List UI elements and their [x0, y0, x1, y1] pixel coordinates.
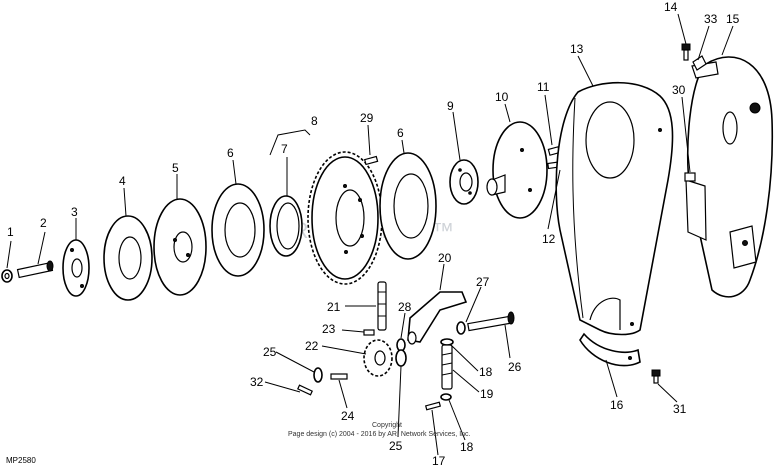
callout-14: 14: [664, 0, 678, 14]
bracket-8: [269, 129, 311, 156]
part-27-washer: [456, 321, 466, 335]
callout-17: 17: [432, 454, 446, 468]
part-15-back-cover: [685, 56, 774, 298]
callout-23: 23: [322, 322, 336, 336]
callout-27: 27: [476, 275, 490, 289]
callout-18-lower: 18: [460, 440, 474, 454]
part-6-friction-disc-right: [379, 152, 437, 260]
part-3-flange: [62, 239, 90, 297]
callout-33: 33: [704, 12, 718, 26]
part-29-pin: [363, 155, 379, 166]
leader-lines: [6, 13, 734, 456]
part-24-pin: [330, 373, 348, 380]
part-8-sprocket: [307, 151, 383, 285]
callout-19: 19: [480, 387, 494, 401]
callout-24: 24: [341, 409, 355, 423]
part-20-idler-arm: [407, 291, 468, 345]
part-22-idler-sprocket: [363, 339, 393, 377]
part-25-bushing-left: [313, 367, 323, 383]
part-23-pin: [363, 329, 375, 336]
part-19-shaft: [441, 344, 453, 390]
callout-31: 31: [673, 402, 687, 416]
callout-15: 15: [726, 12, 740, 26]
callout-5: 5: [172, 161, 179, 175]
part-7-ring: [269, 195, 303, 257]
callout-13: 13: [570, 42, 584, 56]
part-32-key: [297, 384, 313, 396]
callout-4: 4: [119, 174, 126, 188]
part-2-bolt: [16, 260, 54, 279]
callout-29: 29: [360, 111, 374, 125]
part-13-chain-guard: [555, 81, 674, 336]
copyright-text: Page design (c) 2004 - 2016 by ARI Netwo…: [288, 431, 471, 438]
callout-25-left: 25: [263, 345, 277, 359]
part-4-disc: [103, 215, 153, 301]
part-31-screw: [651, 369, 661, 384]
callout-21: 21: [327, 300, 341, 314]
callout-20: 20: [438, 251, 452, 265]
part-18-washer-lower: [440, 393, 452, 401]
callout-6-right: 6: [397, 126, 404, 140]
part-21-chain: [377, 281, 387, 331]
callout-11: 11: [537, 80, 550, 94]
part-30-screw: [684, 172, 696, 182]
callout-32: 32: [250, 375, 264, 389]
callout-9: 9: [447, 99, 454, 113]
part-9-hub: [449, 159, 479, 205]
callout-2: 2: [40, 216, 47, 230]
part-16-lower-guard: [579, 332, 641, 367]
copyright-label: Copyright: [372, 422, 402, 429]
callout-6-left: 6: [227, 146, 234, 160]
part-1-nut: [1, 269, 13, 283]
callout-30: 30: [672, 83, 686, 97]
part-14-bolt: [681, 43, 691, 61]
callout-1: 1: [7, 225, 14, 239]
callout-8: 8: [311, 114, 318, 128]
callout-16: 16: [610, 398, 624, 412]
part-5-plate: [153, 198, 207, 296]
callout-3: 3: [71, 205, 78, 219]
callout-25-bottom: 25: [389, 439, 403, 453]
callout-7: 7: [281, 142, 288, 156]
callout-12: 12: [542, 232, 556, 246]
callout-28: 28: [398, 300, 412, 314]
callout-10: 10: [495, 90, 509, 104]
part-10-drive-plate: [486, 121, 548, 219]
callout-22: 22: [305, 339, 319, 353]
part-17-pin: [424, 401, 442, 411]
part-6-friction-disc-left: [211, 183, 265, 277]
part-26-bolt: [467, 311, 515, 332]
part-18-washer-upper: [440, 338, 454, 346]
callout-18-upper: 18: [479, 365, 493, 379]
part-25-bushing-right: [395, 349, 407, 367]
figure-reference: MP2580: [6, 456, 36, 465]
callout-26: 26: [508, 360, 522, 374]
